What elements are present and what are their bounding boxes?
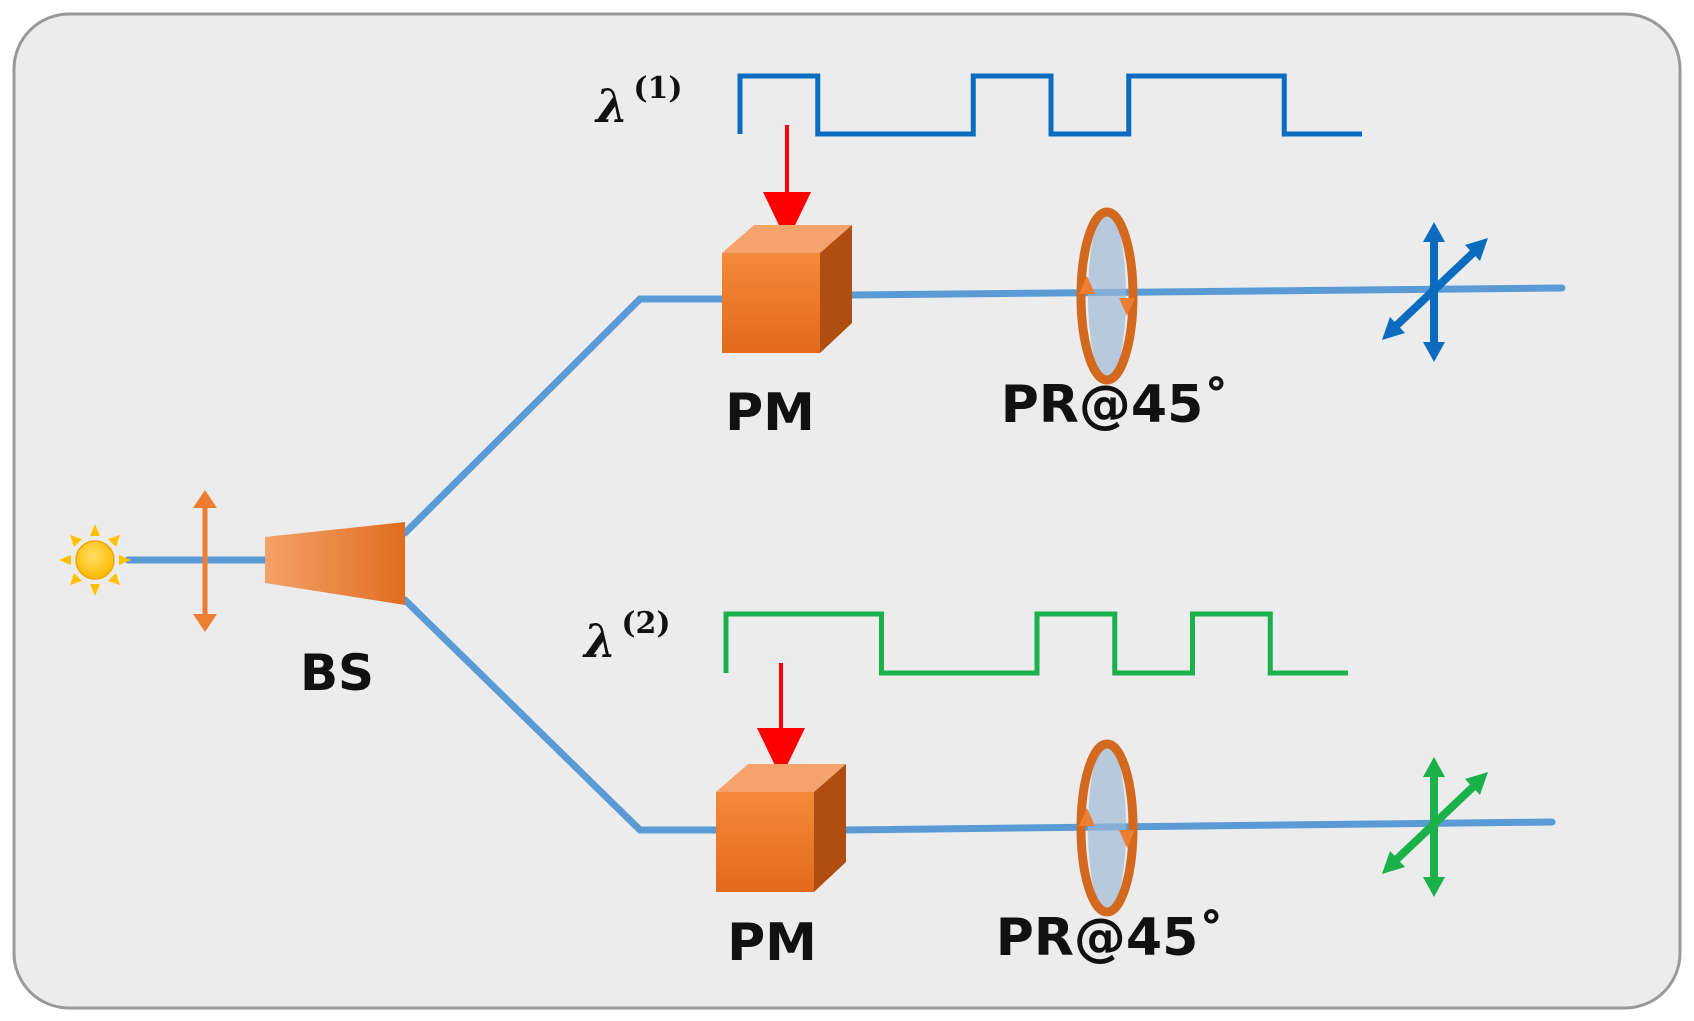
modulator-label-bottom: PM <box>727 913 817 973</box>
fiber-top-output <box>846 284 1566 299</box>
signal-waveform-1 <box>737 73 1362 137</box>
cube-icon <box>716 764 846 892</box>
trapezoid-icon <box>265 522 405 605</box>
cross-arrows-icon <box>1382 757 1488 897</box>
signal-label-2: λ (2) <box>582 606 671 668</box>
beam-splitter-label: BS <box>300 644 374 702</box>
signal-superscript-1: (1) <box>633 71 682 106</box>
modulator-label-top: PM <box>725 383 815 443</box>
modulation-arrow-top <box>763 125 811 242</box>
ring-icon <box>1076 207 1138 385</box>
fiber-upper-branch <box>401 295 734 537</box>
signal-symbol-1: λ <box>594 79 628 133</box>
cube-icon <box>722 225 852 353</box>
signal-waveform-2 <box>723 611 1348 676</box>
sun-icon <box>59 524 131 596</box>
ring-icon <box>1076 739 1138 917</box>
fiber-lower-branch <box>401 596 728 834</box>
signal-symbol-2: λ <box>582 614 616 668</box>
signal-label-1: λ (1) <box>594 71 683 133</box>
rotator-label-top: PR@45˚ <box>1001 375 1230 435</box>
signal-superscript-2: (2) <box>621 606 670 641</box>
double-arrow-icon <box>193 490 217 632</box>
cross-arrows-icon <box>1382 222 1488 362</box>
rotator-label-bottom: PR@45˚ <box>996 908 1225 968</box>
modulation-arrow-bottom <box>757 663 805 778</box>
panel-background <box>12 12 1682 1010</box>
